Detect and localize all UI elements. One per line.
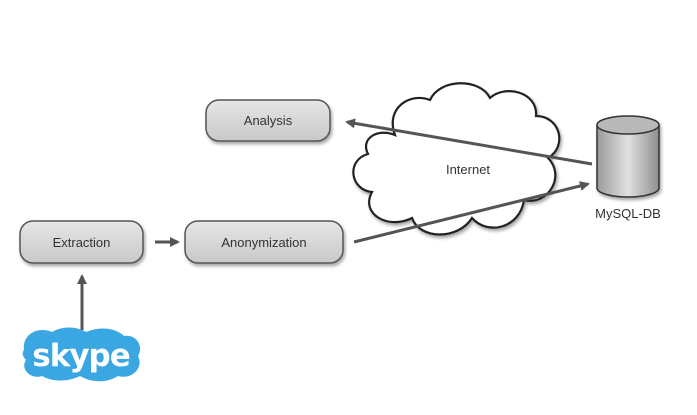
- analysis-label: Analysis: [243, 113, 293, 128]
- database-icon: [596, 115, 660, 198]
- extraction-box: [19, 220, 144, 264]
- internet-cloud: [352, 82, 561, 236]
- anonymization-box: [184, 220, 344, 264]
- anonymization-label: Anonymization: [221, 234, 307, 250]
- internet-label: Internet: [445, 162, 491, 177]
- arrow-anonymization-to-db: [353, 181, 590, 244]
- database-label: MySQL-DB: [595, 206, 661, 221]
- skype-logo-text: skype: [32, 338, 130, 374]
- arrow-db-to-analysis: [345, 118, 593, 166]
- extraction-label: Extraction: [52, 234, 111, 250]
- skype-logo: skype: [22, 327, 141, 382]
- analysis-box: [205, 99, 331, 142]
